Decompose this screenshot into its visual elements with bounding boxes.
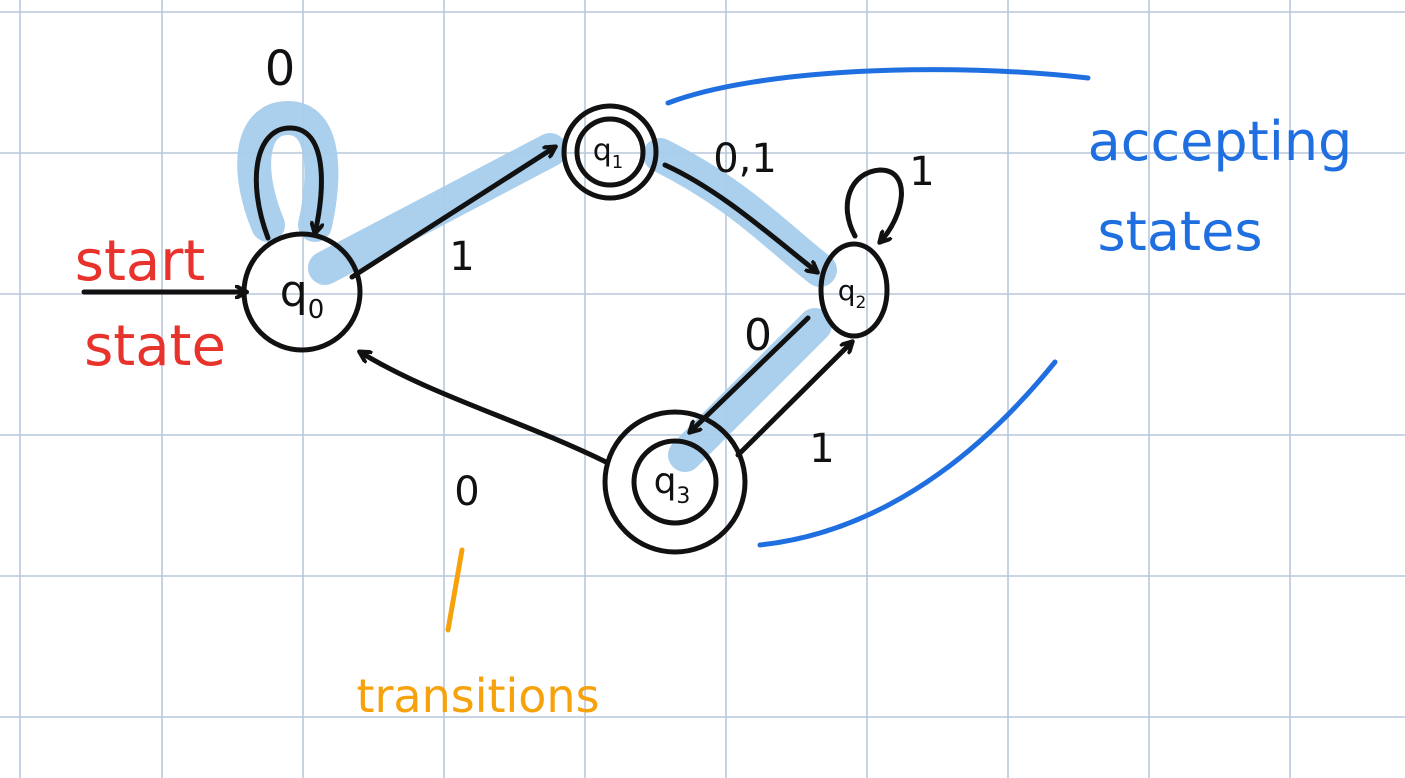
edge-q1-to-q2 [662,162,817,272]
state-circle [241,231,363,353]
state-label: q1 [593,133,624,173]
state-label: q3 [654,461,691,509]
transitions-pointer-line [445,547,465,633]
highlight-q0-self-loop [237,101,339,242]
highlight-q0-to-q1 [308,133,567,285]
state-inner-circle [574,116,646,188]
edge-q2-to-q3 [690,315,811,432]
edge-q3-to-q2 [735,342,852,458]
edge-q0-self-loop [253,125,321,241]
edge-label-q2-self: 1 [909,149,934,195]
state-outer-circle [561,103,659,201]
highlight-q2-to-q3 [668,308,832,472]
edge-label-q0-q1: 1 [449,234,474,280]
start-state-annotation: start state [75,229,226,379]
edge-label-q2-q3: 0 [744,310,772,361]
accepting-label-line2: states [1098,200,1263,263]
state-q0: q0 [241,231,363,353]
edge-label-q0-self: 0 [265,41,296,97]
edge-q0-to-q1 [349,147,555,280]
transitions-annotation: transitions [356,547,600,723]
transitions-label: transitions [356,669,599,723]
edge-label-q1-q2: 0,1 [713,136,777,182]
accepting-label-line1: accepting [1088,110,1353,173]
state-label: q0 [280,266,324,325]
edge-q3-to-q0 [360,352,609,465]
state-q3: q3 [602,409,748,555]
state-outer-circle [602,409,748,555]
accepting-bracket-top [665,67,1091,106]
state-q1: q1 [561,103,659,201]
highlight-q1-to-q2 [643,138,837,287]
start-label-line2: state [84,314,226,379]
accepting-bracket-bottom [757,359,1058,548]
edge-labels: 0 1 0,1 1 0 1 0 [265,41,935,515]
transitions [81,125,904,465]
start-label-line1: start [75,229,205,294]
state-circle [818,241,890,339]
state-label: q2 [838,274,867,313]
accepting-states-annotation: accepting states [665,67,1353,548]
state-q2: q2 [818,241,890,339]
edge-q2-self-loop [844,167,904,242]
edge-label-q3-q0: 0 [454,469,479,515]
edge-label-q3-q2: 1 [809,426,834,472]
state-inner-circle [631,438,719,526]
